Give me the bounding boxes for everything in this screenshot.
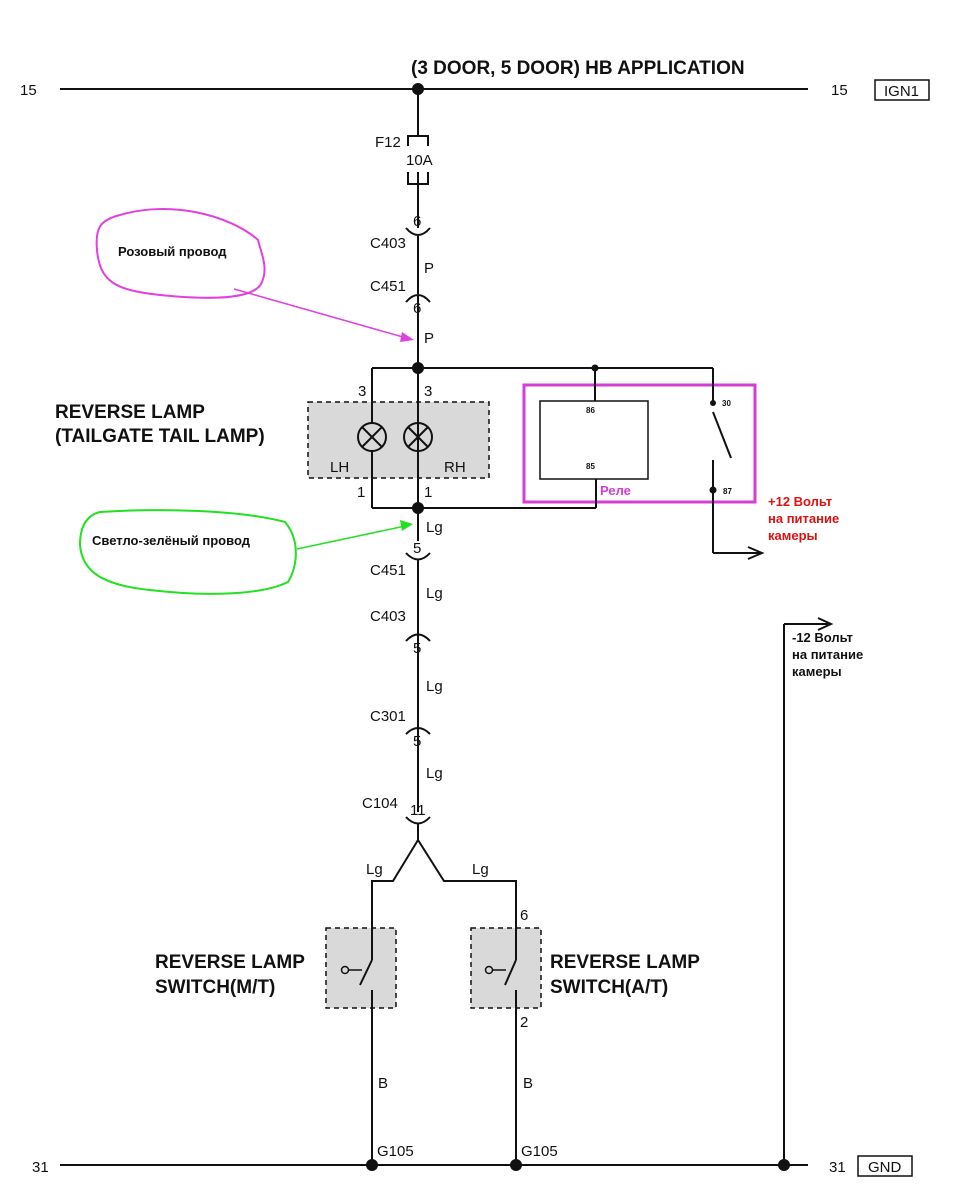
lh-label: LH — [330, 459, 349, 476]
wire-color-lg-right: Lg — [472, 861, 489, 878]
gnd-box — [857, 1155, 913, 1177]
switch-at-pin-top: 6 — [520, 907, 528, 924]
wire-color-p1: P — [424, 260, 434, 277]
top-rail-left-label: 15 — [20, 82, 37, 99]
lh-top-pin: 3 — [358, 383, 366, 400]
relay-switch-contact — [712, 411, 732, 459]
c104-name: C104 — [362, 795, 398, 812]
pink-wire-pointer — [233, 288, 411, 340]
plus12-line1: +12 Вольт — [768, 494, 832, 509]
relay-pin-30-dot — [710, 400, 716, 406]
minus12-line1: -12 Вольт — [792, 630, 853, 645]
switch-at-title-line1: REVERSE LAMP — [550, 952, 700, 973]
pink-wire-callout-text: Розовый провод — [118, 244, 227, 259]
minus12-line3: камеры — [792, 664, 842, 679]
ign1-label: IGN1 — [884, 83, 919, 100]
pink-pointer-arrow-icon — [400, 332, 414, 342]
c451-top-name: C451 — [370, 278, 406, 295]
relay-highlight-box — [522, 383, 757, 504]
bottom-rail-left-label: 31 — [32, 1159, 49, 1176]
wire-color-lg1: Lg — [426, 519, 443, 536]
gnd-label: GND — [868, 1159, 902, 1176]
c403-top-name: C403 — [370, 235, 406, 252]
switch-mt-box — [325, 927, 397, 1009]
wire-color-b-right: B — [523, 1075, 533, 1092]
lamp-assembly-box — [307, 401, 490, 479]
switch-at-pin-bottom: 2 — [520, 1014, 528, 1031]
ground-left-label: G105 — [377, 1143, 414, 1160]
wire-color-lg-left: Lg — [366, 861, 383, 878]
c301-name: C301 — [370, 708, 406, 725]
switch-at-pivot-icon — [484, 965, 494, 975]
rh-bottom-pin: 1 — [424, 484, 432, 501]
ign1-box — [874, 79, 930, 101]
wire-color-lg3: Lg — [426, 678, 443, 695]
connector-c451-bottom-symbol — [405, 552, 431, 561]
switch-at-title-line2: SWITCH(A/T) — [550, 977, 668, 998]
c104-pin: 11 — [410, 802, 426, 819]
switch-at-contact-blade — [504, 959, 517, 986]
relay-coil-box — [539, 400, 649, 480]
relay-pin-86: 86 — [586, 406, 595, 415]
ground-right-label: G105 — [521, 1143, 558, 1160]
fuse-f12-symbol — [407, 135, 429, 185]
relay-pin-30: 30 — [722, 399, 731, 408]
lh-bottom-pin: 1 — [357, 484, 365, 501]
rh-label: RH — [444, 459, 466, 476]
green-wire-pointer — [296, 524, 411, 550]
relay-label: Реле — [600, 483, 631, 498]
ground-left-junction — [366, 1159, 378, 1171]
wire-color-b-left: B — [378, 1075, 388, 1092]
connector-c451-top-symbol — [405, 294, 431, 303]
connector-c403-bottom-symbol — [405, 633, 431, 642]
wire-color-p2: P — [424, 330, 434, 347]
c451-bottom-name: C451 — [370, 562, 406, 579]
relay-pin-85: 85 — [586, 462, 595, 471]
diagram-title: (3 DOOR, 5 DOOR) HB APPLICATION — [411, 58, 745, 79]
wire-color-lg4: Lg — [426, 765, 443, 782]
minus12-line2: на питание — [792, 647, 863, 662]
green-pointer-arrow-icon — [400, 520, 413, 531]
lamp-title-line2: (TAILGATE TAIL LAMP) — [55, 426, 265, 447]
relay-pin-87-dot — [709, 486, 717, 494]
wire-color-lg2: Lg — [426, 585, 443, 602]
switch-mt-title-line2: SWITCH(M/T) — [155, 977, 275, 998]
lh-lamp-bulb-icon — [357, 422, 387, 452]
c403-top-pin: 6 — [413, 213, 421, 230]
pink-wire-callout-bubble — [95, 208, 266, 299]
green-wire-callout-text: Светло-зелёный провод — [92, 533, 251, 548]
fuse-rating: 10A — [406, 152, 433, 169]
lamp-title-line1: REVERSE LAMP — [55, 402, 205, 423]
switch-at-box — [470, 927, 542, 1009]
switch-mt-pivot-icon — [340, 965, 350, 975]
rh-top-pin: 3 — [424, 383, 432, 400]
switch-mt-title-line1: REVERSE LAMP — [155, 952, 305, 973]
bottom-splice-junction — [412, 502, 424, 514]
switch-branch-wires — [371, 839, 517, 960]
switch-mt-contact-blade — [359, 959, 373, 986]
connector-c403-top-symbol — [405, 227, 431, 236]
fuse-name: F12 — [375, 134, 401, 151]
ground-right-junction — [510, 1159, 522, 1171]
top-rail-right-label: 15 — [831, 82, 848, 99]
c403-bottom-name: C403 — [370, 608, 406, 625]
plus12-line3: камеры — [768, 528, 818, 543]
bottom-rail-right-label: 31 — [829, 1159, 846, 1176]
camera-minus-junction — [778, 1159, 790, 1171]
plus12-line2: на питание — [768, 511, 839, 526]
camera-plus-arrow-icon — [747, 546, 765, 560]
green-wire-callout-bubble — [78, 509, 297, 595]
relay-pin-87: 87 — [723, 487, 732, 496]
c451-bottom-pin: 5 — [413, 540, 421, 557]
camera-minus-arrow-icon — [817, 617, 834, 631]
